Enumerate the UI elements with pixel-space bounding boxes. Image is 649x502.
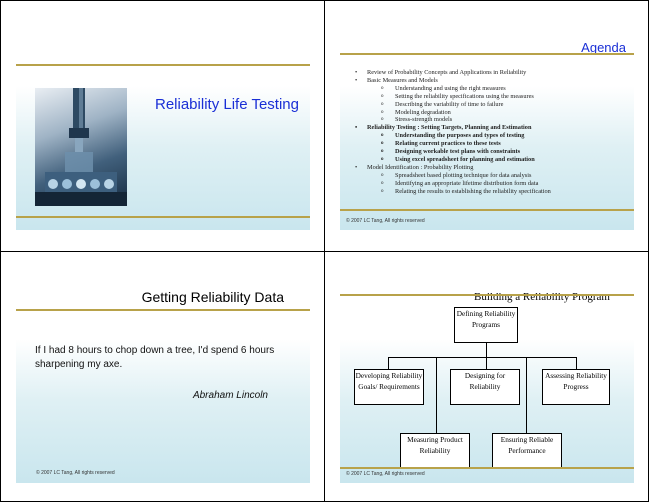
slide-2-top-rule [340,53,634,55]
box-assessing-reliability-progress[interactable]: Assessing Reliability Progress [542,369,610,405]
connector-developing [388,357,389,369]
slide-4-bottom-rule [340,467,634,469]
slide-4-top-rule [340,294,634,296]
slide-3-top-rule [16,309,310,311]
agenda-sub-item: Describing the variability of time to fa… [352,101,634,109]
slide-3[interactable]: Getting Reliability Data If I had 8 hour… [16,265,310,483]
slide-1-title: Reliability Life Testing [155,96,299,113]
grid-divider-horizontal [0,251,649,252]
connector-assessing [576,357,577,369]
agenda-sub-item: Modeling degradation [352,109,634,117]
slide-1-top-rule [16,64,310,66]
connector-ensuring [526,357,527,433]
box-designing-for-reliability[interactable]: Designing for Reliability [450,369,520,405]
quote-author: Abraham Lincoln [192,390,268,401]
agenda-bullet-item: Basic Measures and Models [352,77,634,85]
agenda-sub-item: Spreadsheet based plotting technique for… [352,172,634,180]
slide-2[interactable]: Agenda Review of Probability Concepts an… [340,12,634,230]
slide-3-copyright: © 2007 LC Tang, All rights reserved [36,470,115,476]
agenda-sub-item: Identifying an appropriate lifetime dist… [352,180,634,188]
box-measuring-product-reliability[interactable]: Measuring Product Reliability [400,433,470,469]
agenda-sub-item: Setting the reliability specifications u… [352,93,634,101]
connector-horizontal-bus [388,357,576,358]
connector-measuring [436,357,437,433]
connector-designing [486,357,487,369]
agenda-sub-item: Stress-strength models [352,116,634,124]
box-defining-reliability-programs[interactable]: Defining Reliability Programs [454,307,518,343]
agenda-sub-item: Understanding and using the right measur… [352,85,634,93]
agenda-sub-item: Designing workable test plans with const… [352,148,634,156]
box-developing-reliability-goals[interactable]: Developing Reliability Goals/ Requiremen… [354,369,424,405]
slide-4-copyright: © 2007 LC Tang, All rights reserved [346,471,425,477]
slide-4[interactable]: Building a Reliability Program Defining … [340,265,634,483]
agenda-sub-item: Understanding the purposes and types of … [352,132,634,140]
agenda-list: Review of Probability Concepts and Appli… [352,69,634,196]
box-ensuring-reliable-performance[interactable]: Ensuring Reliable Performance [492,433,562,469]
quote-text: If I had 8 hours to chop down a tree, I'… [35,345,275,370]
lab-equipment-photo [35,88,127,206]
agenda-bullet-item: Reliability Testing : Setting Targets, P… [352,124,634,132]
agenda-sub-item: Using excel spreadsheet for planning and… [352,156,634,164]
slide-1[interactable]: Reliability Life Testing [16,12,310,230]
slide-2-title: Agenda [581,40,626,55]
slide-1-bottom-rule [16,216,310,218]
connector-defining-down [486,343,487,357]
agenda-bullet-item: Model Identification : Probability Plott… [352,164,634,172]
slide-2-bottom-rule [340,209,634,211]
lab-equipment-illustration [35,88,127,206]
slide-2-copyright: © 2007 LC Tang, All rights reserved [346,218,425,224]
agenda-sub-item: Relating current practices to these test… [352,140,634,148]
agenda-bullet-item: Review of Probability Concepts and Appli… [352,69,634,77]
slide-4-title: Building a Reliability Program [474,291,610,303]
agenda-sub-item: Relating the results to establishing the… [352,188,634,196]
slide-3-title: Getting Reliability Data [141,289,284,305]
